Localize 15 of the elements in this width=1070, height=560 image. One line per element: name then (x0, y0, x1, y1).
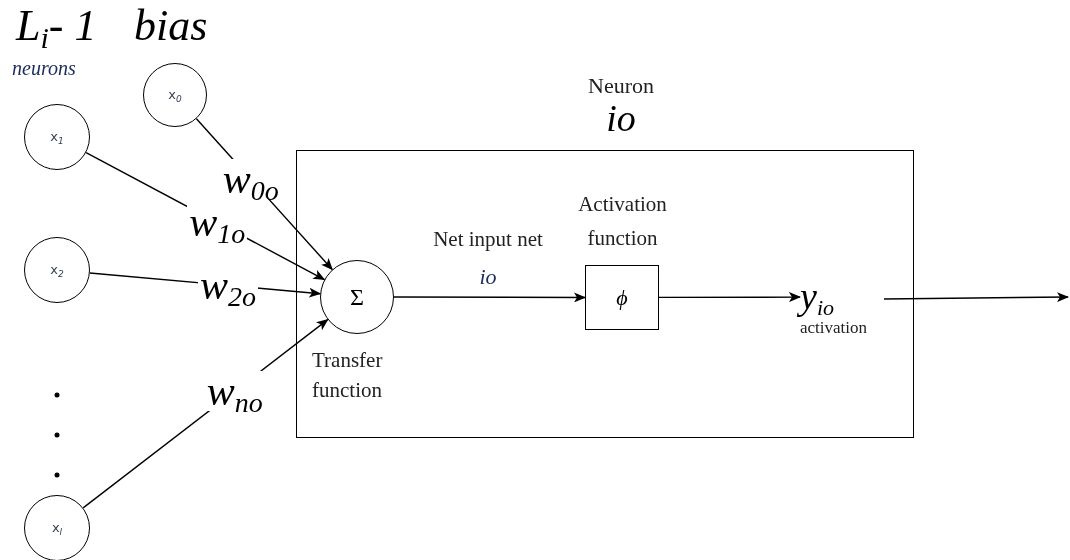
neuron-heading: Neuron (588, 72, 654, 100)
weight-label: w$_{0o}$ (220, 159, 281, 200)
arrow (883, 292, 1069, 303)
layer-label: L$_{i}$- 1 (16, 0, 97, 52)
arrow (393, 292, 586, 303)
activation-function-caption: Activation function (577, 191, 668, 252)
weight-label: w$_{1o}$ (187, 202, 248, 243)
activation-function-box: ϕ (585, 265, 659, 330)
weight-label: w$_{no}$ (204, 371, 265, 412)
activation-caption: activation (800, 318, 868, 338)
arrow (658, 292, 801, 303)
neuron-index: io (606, 100, 636, 136)
neurons-label: neurons (12, 56, 76, 80)
transfer-function-caption: Transfer function (312, 347, 384, 404)
bias-label: bias (134, 0, 208, 52)
